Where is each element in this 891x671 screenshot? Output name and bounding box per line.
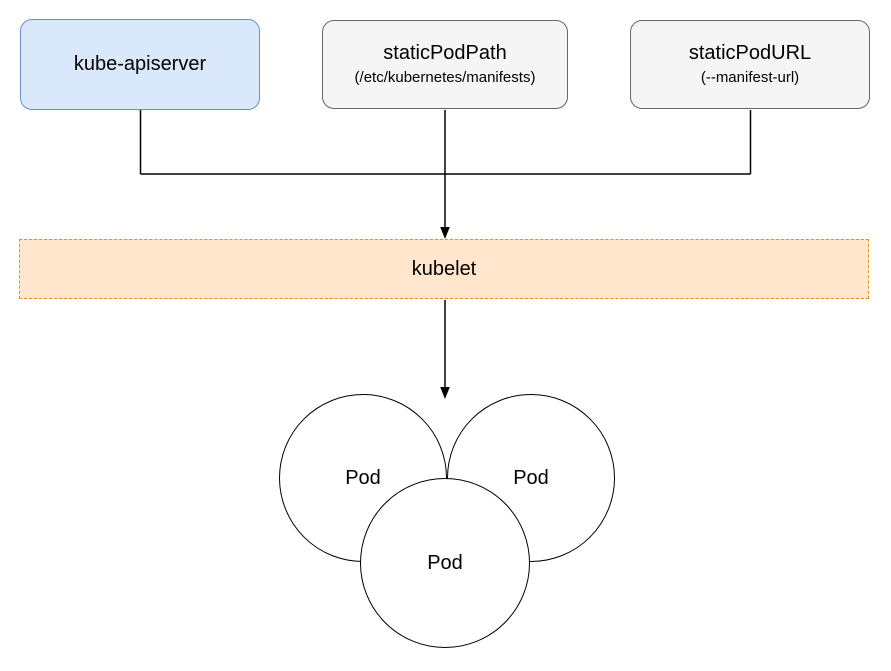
static-pod-path-sublabel: (/etc/kubernetes/manifests) (354, 69, 536, 87)
node-static-pod-path: staticPodPath (/etc/kubernetes/manifests… (322, 20, 568, 109)
arrow-kubelet-to-pods (440, 300, 450, 399)
pod-label: Pod (427, 551, 463, 574)
node-static-pod-url: staticPodURL (--manifest-url) (630, 20, 870, 109)
arrowhead-icon (440, 227, 450, 239)
arrow-to-kubelet (440, 110, 450, 239)
static-pod-url-label: staticPodURL (688, 42, 812, 65)
node-kube-apiserver: kube-apiserver (20, 19, 260, 110)
static-pod-path-label: staticPodPath (383, 42, 507, 65)
kubelet-label: kubelet (411, 257, 477, 280)
pod-label: Pod (345, 466, 381, 489)
static-pod-url-sublabel: (--manifest-url) (700, 69, 800, 87)
kube-apiserver-label: kube-apiserver (73, 53, 207, 75)
pod-label: Pod (513, 466, 549, 489)
pod-circle: Pod (360, 478, 530, 648)
node-kubelet: kubelet (19, 239, 869, 299)
arrowhead-icon (440, 387, 450, 399)
